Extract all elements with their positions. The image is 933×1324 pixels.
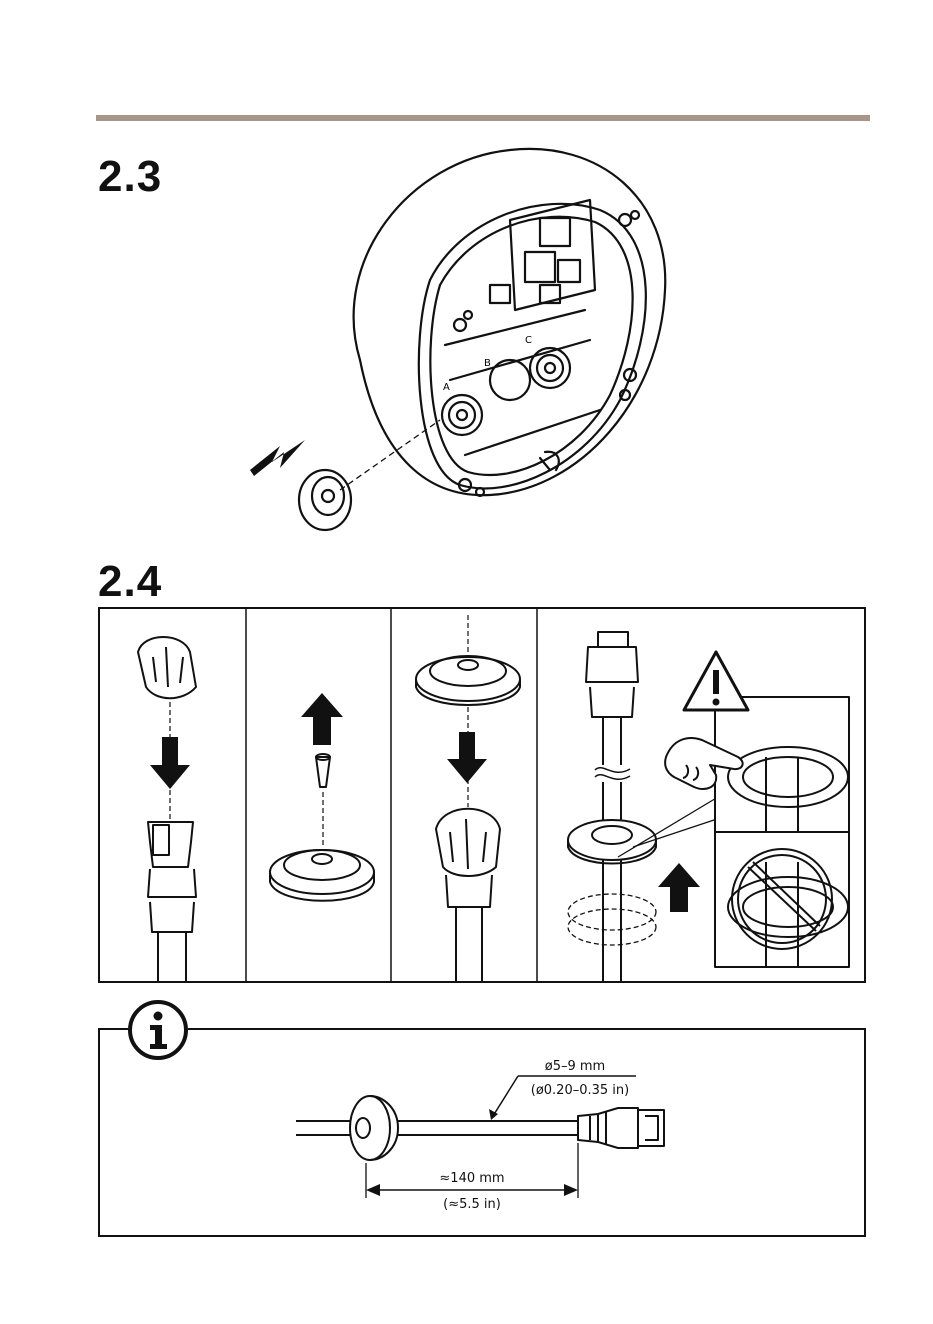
junction-box-illustration: A B C bbox=[240, 140, 680, 540]
length-in-label: (≈5.5 in) bbox=[443, 1197, 501, 1212]
step-2-4-panel bbox=[98, 607, 866, 983]
diameter-in-label: (ø0.20–0.35 in) bbox=[531, 1083, 629, 1098]
info-panel: ø5–9 mm (ø0.20–0.35 in) ≈140 mm (≈5.5 in… bbox=[98, 998, 866, 1238]
step-number-2-3: 2.3 bbox=[98, 155, 162, 199]
info-icon bbox=[130, 1002, 186, 1058]
arrow-icon bbox=[250, 440, 305, 476]
opening-label-a: A bbox=[443, 382, 450, 393]
diameter-mm-label: ø5–9 mm bbox=[545, 1059, 605, 1074]
length-mm-label: ≈140 mm bbox=[439, 1171, 504, 1186]
top-divider-rule bbox=[96, 115, 870, 121]
opening-label-c: C bbox=[525, 335, 532, 346]
opening-label-b: B bbox=[484, 358, 491, 369]
step-number-2-4: 2.4 bbox=[98, 560, 162, 604]
